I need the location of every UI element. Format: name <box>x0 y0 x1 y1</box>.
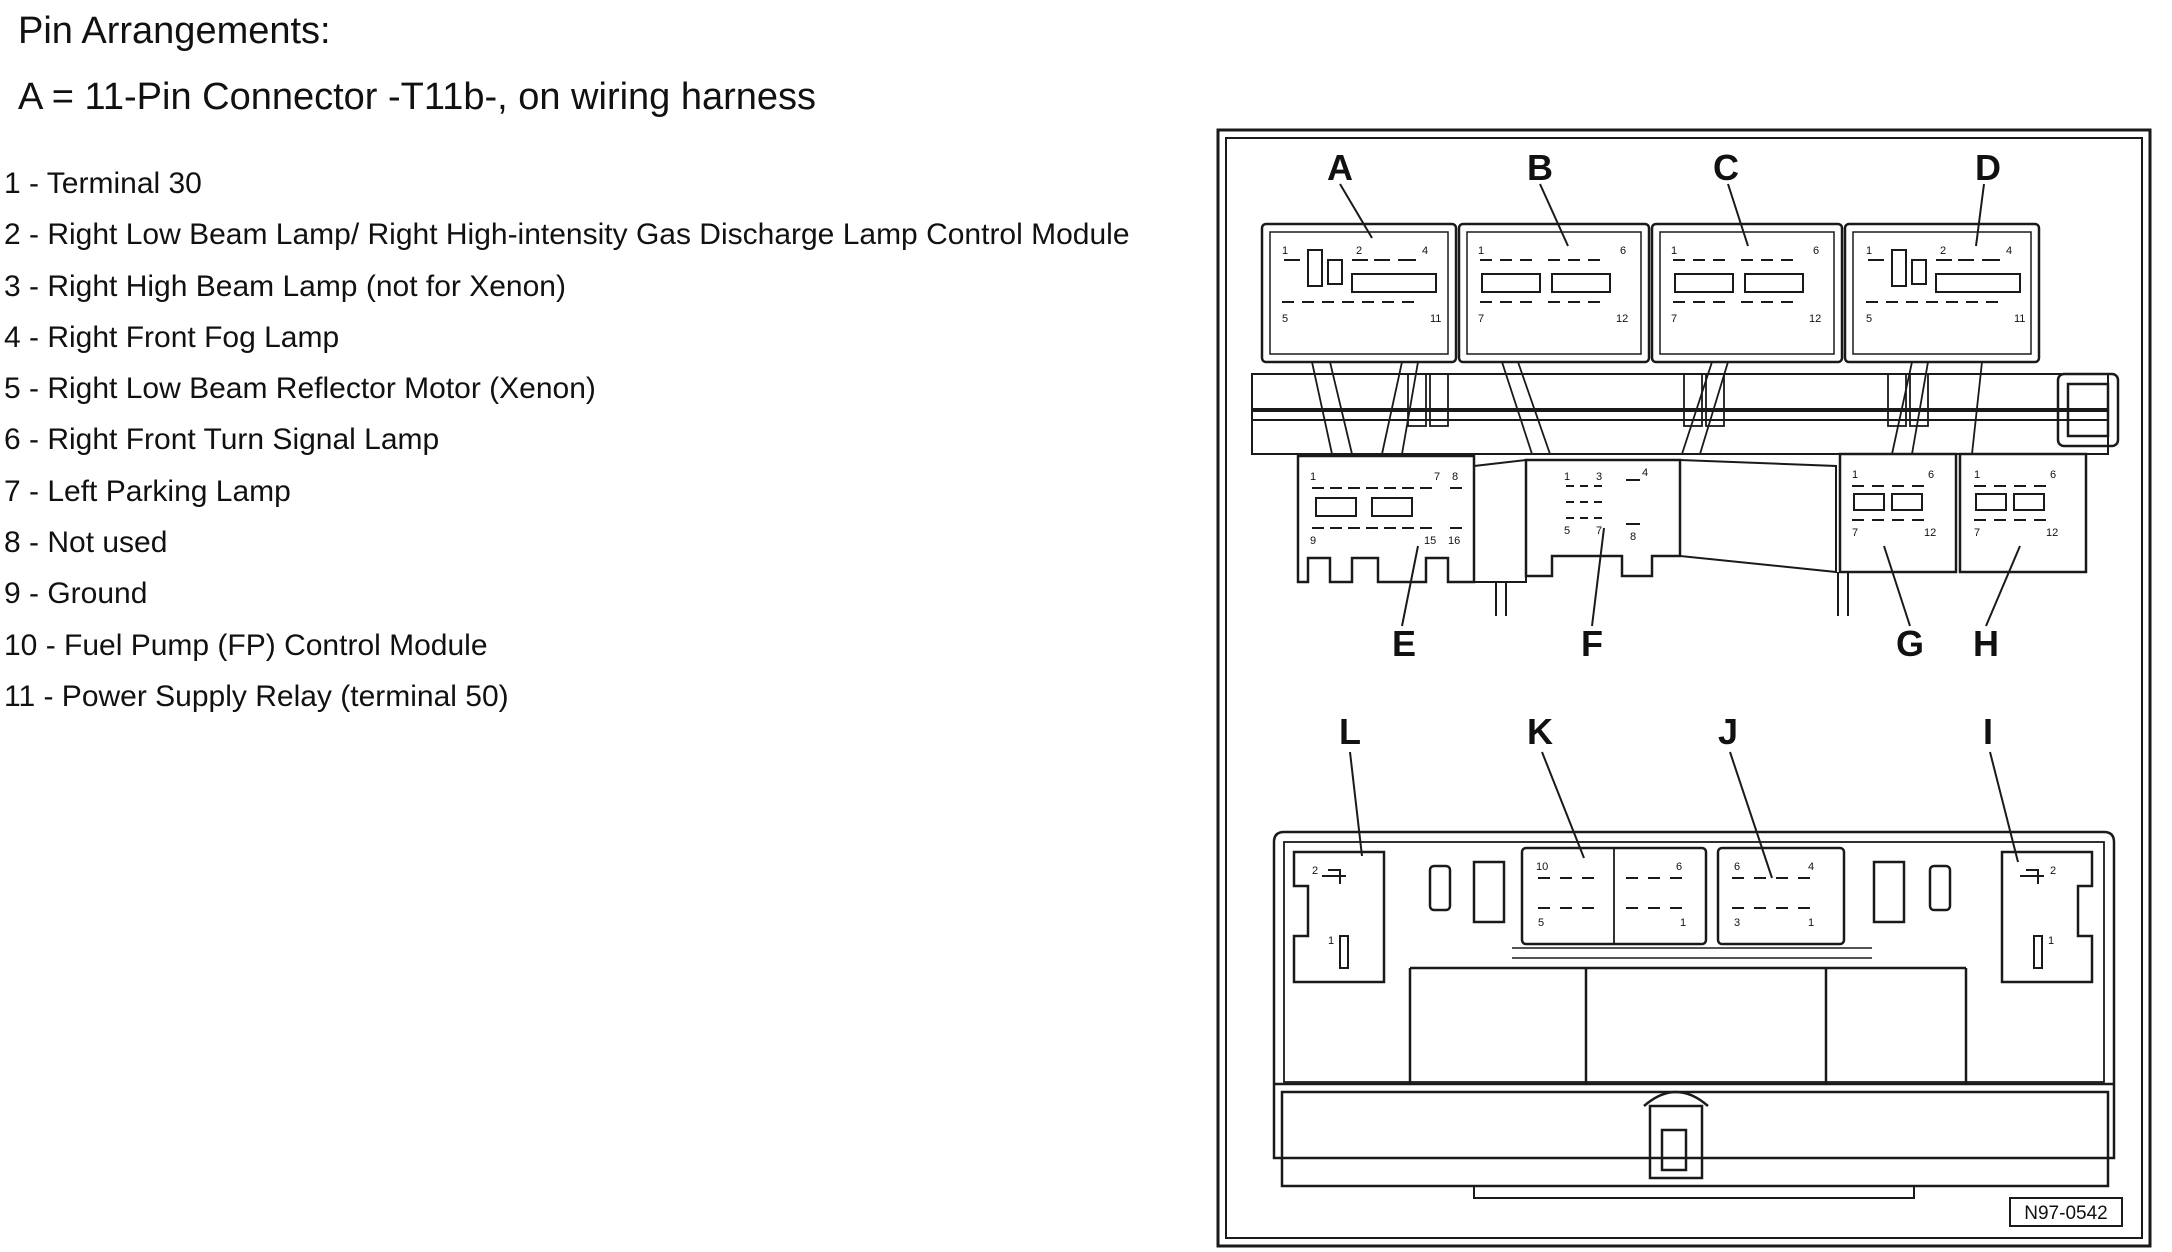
label-g: G <box>1896 623 1924 664</box>
label-b: B <box>1527 147 1553 188</box>
housing-f <box>1524 458 1682 578</box>
pin-num-h-12: 12 <box>2046 527 2058 539</box>
pin-num-b-1: 1 <box>1478 245 1484 257</box>
pin-num-h-1: 1 <box>1974 469 1980 481</box>
pin-num-h-6: 6 <box>2050 469 2056 481</box>
label-j: J <box>1718 711 1738 752</box>
pin-item-2: 2 - Right Low Beam Lamp/ Right High-inte… <box>4 218 1130 252</box>
pin-num-a-11: 11 <box>1430 313 1441 325</box>
pin-item-5: 5 - Right Low Beam Reflector Motor (Xeno… <box>4 372 596 406</box>
housing-e <box>1296 454 1476 584</box>
pin-num-g-1: 1 <box>1852 469 1858 481</box>
housing-h <box>1958 452 2088 574</box>
pin-num-e-8: 8 <box>1452 471 1458 483</box>
pin-num-d-5: 5 <box>1866 313 1872 325</box>
pin-list: 1 - Terminal 30 2 - Right Low Beam Lamp/… <box>4 164 1130 728</box>
housing-c <box>1650 222 1844 364</box>
pin-item-10: 10 - Fuel Pump (FP) Control Module <box>4 628 488 662</box>
pin-num-f-1: 1 <box>1564 471 1570 483</box>
diagram-svg: A B C D E F G H L K J I 1 2 4 5 11 1 6 7… <box>1216 128 2152 1248</box>
housing-i <box>2000 850 2094 984</box>
pin-item-7: 7 - Left Parking Lamp <box>4 474 291 508</box>
housing-l <box>1292 850 1386 984</box>
diagram-outer-frame <box>1216 128 2152 1248</box>
housing-b <box>1457 222 1651 364</box>
label-c: C <box>1713 147 1739 188</box>
pin-num-f-5: 5 <box>1564 525 1570 537</box>
pin-num-d-4: 4 <box>2006 245 2012 257</box>
pin-num-e-1: 1 <box>1310 471 1316 483</box>
pin-num-h-7: 7 <box>1974 527 1980 539</box>
pin-num-j-1: 1 <box>1808 917 1814 929</box>
pin-item-3: 3 - Right High Beam Lamp (not for Xenon) <box>4 269 566 303</box>
pin-num-d-2: 2 <box>1940 245 1946 257</box>
pin-num-a-4: 4 <box>1422 245 1428 257</box>
pin-num-l-2: 2 <box>1312 865 1318 877</box>
pin-num-a-1: 1 <box>1282 245 1288 257</box>
pin-num-c-7: 7 <box>1671 313 1677 325</box>
label-k: K <box>1527 711 1553 752</box>
pin-num-c-1: 1 <box>1671 245 1677 257</box>
pin-num-j-4: 4 <box>1808 861 1814 873</box>
pin-num-b-6: 6 <box>1620 245 1626 257</box>
pin-num-d-1: 1 <box>1866 245 1872 257</box>
reference-box <box>2009 1197 2123 1227</box>
pin-item-8: 8 - Not used <box>4 526 168 560</box>
housing-d <box>1843 222 2041 364</box>
pin-num-g-7: 7 <box>1852 527 1858 539</box>
label-f: F <box>1581 623 1603 664</box>
pin-num-i-1: 1 <box>2048 935 2054 947</box>
pin-num-e-16: 16 <box>1448 535 1460 547</box>
pin-num-a-2: 2 <box>1356 245 1362 257</box>
label-i: I <box>1983 711 1993 752</box>
pin-item-9: 9 - Ground <box>4 577 148 611</box>
pin-num-c-12: 12 <box>1809 313 1821 325</box>
label-d: D <box>1975 147 2001 188</box>
pin-num-b-12: 12 <box>1616 313 1628 325</box>
pin-num-f-8: 8 <box>1630 531 1636 543</box>
page-title: Pin Arrangements: <box>18 10 331 52</box>
connector-subtitle: A = 11-Pin Connector -T11b-, on wiring h… <box>18 76 817 118</box>
pin-item-4: 4 - Right Front Fog Lamp <box>4 320 340 354</box>
label-h: H <box>1973 623 1999 664</box>
pin-num-k-1: 1 <box>1680 917 1686 929</box>
bottom-housing <box>1272 830 2116 1160</box>
pin-num-d-11: 11 <box>2014 313 2025 325</box>
pin-num-k-10: 10 <box>1536 861 1548 873</box>
connector-diagram: A B C D E F G H L K J I 1 2 4 5 11 1 6 7… <box>1212 126 2156 1252</box>
label-l: L <box>1339 711 1361 752</box>
reference-code: N97-0542 <box>2024 1203 2107 1224</box>
bottom-connector-block <box>1272 751 2116 1199</box>
pin-item-1: 1 - Terminal 30 <box>4 167 202 200</box>
pin-num-c-6: 6 <box>1813 245 1819 257</box>
pin-num-l-1: 1 <box>1328 935 1334 947</box>
pin-numbers: 1 2 4 5 11 1 6 7 12 1 6 7 12 1 2 4 5 11 … <box>1282 245 2058 947</box>
pin-num-f-4: 4 <box>1642 467 1648 479</box>
diagram-inner-frame <box>1225 137 2143 1239</box>
label-a: A <box>1327 147 1353 188</box>
housing-a <box>1260 222 1458 364</box>
pin-num-j-6: 6 <box>1734 861 1740 873</box>
pin-item-6: 6 - Right Front Turn Signal Lamp <box>4 423 440 457</box>
pin-num-i-2: 2 <box>2050 865 2056 877</box>
top-connector-block <box>1251 183 2120 627</box>
pin-num-k-5: 5 <box>1538 917 1544 929</box>
pin-num-k-6: 6 <box>1676 861 1682 873</box>
pin-num-b-7: 7 <box>1478 313 1484 325</box>
pin-item-11: 11 - Power Supply Relay (terminal 50) <box>4 679 509 713</box>
pin-num-g-12: 12 <box>1924 527 1936 539</box>
housing-g <box>1838 452 1958 574</box>
pin-num-e-15: 15 <box>1424 535 1436 547</box>
label-e: E <box>1392 623 1416 664</box>
pin-num-g-6: 6 <box>1928 469 1934 481</box>
pin-num-a-5: 5 <box>1282 313 1288 325</box>
pin-num-f-7: 7 <box>1596 525 1602 537</box>
pin-num-f-3: 3 <box>1596 471 1602 483</box>
pin-num-e-9: 9 <box>1310 535 1316 547</box>
housing-j <box>1716 846 1846 946</box>
pin-num-j-3: 3 <box>1734 917 1740 929</box>
pin-num-e-7: 7 <box>1434 471 1440 483</box>
